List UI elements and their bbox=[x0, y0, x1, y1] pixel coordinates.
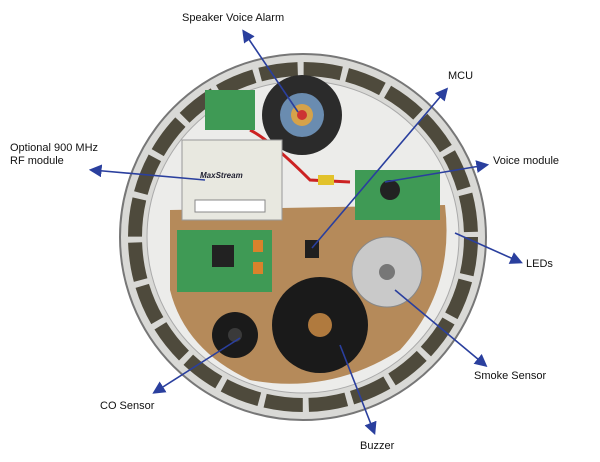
arrow-co bbox=[152, 337, 241, 394]
arrow-buzzer bbox=[339, 344, 377, 435]
arrow-mcu bbox=[311, 87, 449, 249]
vent-ring bbox=[128, 62, 478, 412]
label-smoke-sensor: Smoke Sensor bbox=[474, 370, 547, 382]
module-brand: MaxStream bbox=[200, 171, 243, 180]
callout-arrows bbox=[88, 29, 523, 435]
label-co-sensor: CO Sensor bbox=[100, 400, 155, 412]
arrow-voice bbox=[384, 160, 490, 183]
arrow-leds bbox=[454, 232, 523, 264]
arrow-speaker bbox=[242, 29, 299, 113]
arrow-smoke bbox=[394, 289, 488, 368]
label-mcu: MCU bbox=[448, 70, 474, 82]
arrow-rf bbox=[88, 164, 206, 181]
label-rf-line2: RF module bbox=[10, 155, 64, 167]
label-rf-line1: Optional 900 MHz bbox=[10, 142, 99, 154]
label-speaker-voice-alarm: Speaker Voice Alarm bbox=[182, 12, 285, 24]
label-voice-module: Voice module bbox=[493, 155, 560, 167]
label-buzzer: Buzzer bbox=[360, 440, 395, 452]
label-leds: LEDs bbox=[526, 258, 553, 270]
